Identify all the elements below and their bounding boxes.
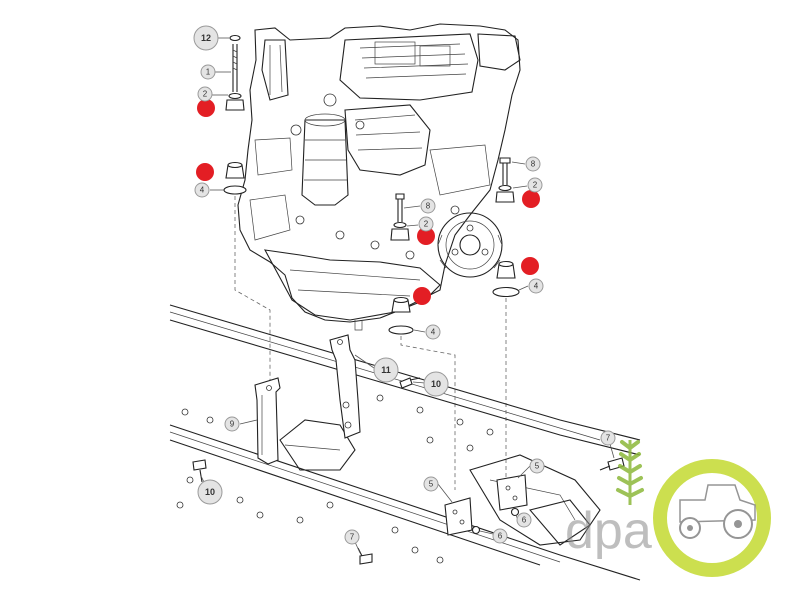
svg-text:5: 5	[429, 480, 434, 489]
nut-6-a	[471, 525, 481, 535]
bracket-11	[329, 334, 361, 439]
red-marker	[521, 257, 539, 275]
bracket-5-right	[496, 474, 528, 511]
logo-ring	[653, 459, 771, 577]
engine-assembly	[237, 23, 521, 331]
callout-2[interactable]: 2	[527, 177, 543, 193]
red-marker	[196, 163, 214, 181]
callout-4[interactable]: 4	[194, 182, 210, 198]
svg-text:2: 2	[203, 90, 208, 99]
svg-text:4: 4	[431, 328, 436, 337]
bolt-7-lower	[357, 547, 373, 565]
callout-4[interactable]: 4	[528, 278, 544, 294]
callout-4[interactable]: 4	[425, 324, 441, 340]
svg-text:4: 4	[534, 282, 539, 291]
svg-text:10: 10	[205, 487, 215, 497]
svg-text:4: 4	[200, 186, 205, 195]
red-marker	[417, 227, 435, 245]
svg-text:2: 2	[533, 181, 538, 190]
svg-text:10: 10	[431, 379, 441, 389]
callout-8[interactable]: 8	[420, 198, 436, 214]
nut-6-b	[510, 507, 520, 517]
mount-stack-left	[223, 34, 247, 195]
callout-12[interactable]: 12	[193, 25, 219, 51]
leader-lines	[200, 37, 615, 554]
callout-7[interactable]: 7	[600, 430, 616, 446]
callout-6[interactable]: 6	[516, 512, 532, 528]
callout-7[interactable]: 7	[344, 529, 360, 545]
callout-5[interactable]: 5	[423, 476, 439, 492]
mount-stack-center	[388, 193, 414, 335]
watermark-logo: dpa	[565, 440, 771, 577]
watermark-text: dpa	[565, 502, 652, 560]
svg-text:9: 9	[230, 420, 235, 429]
bolt-10-lower	[192, 459, 207, 483]
red-marker	[522, 190, 540, 208]
bracket-9	[254, 377, 281, 465]
callout-11[interactable]: 11	[373, 357, 399, 383]
svg-text:7: 7	[606, 434, 611, 443]
callouts: 12 1 2 4 8 2 8 2	[193, 25, 616, 545]
highlight-markers	[196, 99, 540, 305]
red-marker	[197, 99, 215, 117]
callout-2[interactable]: 2	[418, 216, 434, 232]
svg-text:7: 7	[350, 533, 355, 542]
callout-6[interactable]: 6	[492, 528, 508, 544]
callout-1[interactable]: 1	[200, 64, 216, 80]
callout-8[interactable]: 8	[525, 156, 541, 172]
bracket-5-left	[444, 497, 473, 536]
svg-text:11: 11	[381, 365, 391, 375]
wheat-icon	[616, 440, 644, 505]
red-marker	[413, 287, 431, 305]
tractor-icon	[679, 484, 756, 539]
callout-2[interactable]: 2	[197, 86, 213, 102]
svg-text:8: 8	[531, 160, 536, 169]
svg-text:6: 6	[498, 532, 503, 541]
svg-text:8: 8	[426, 202, 431, 211]
mount-stack-right	[492, 157, 520, 298]
callout-10[interactable]: 10	[423, 371, 449, 397]
bolt-10-upper	[399, 377, 421, 389]
svg-text:5: 5	[535, 462, 540, 471]
svg-text:1: 1	[206, 68, 211, 77]
callout-5[interactable]: 5	[529, 458, 545, 474]
svg-text:2: 2	[424, 220, 429, 229]
callout-9[interactable]: 9	[224, 416, 240, 432]
svg-text:6: 6	[522, 516, 527, 525]
callout-10[interactable]: 10	[197, 479, 223, 505]
svg-text:12: 12	[201, 33, 211, 43]
